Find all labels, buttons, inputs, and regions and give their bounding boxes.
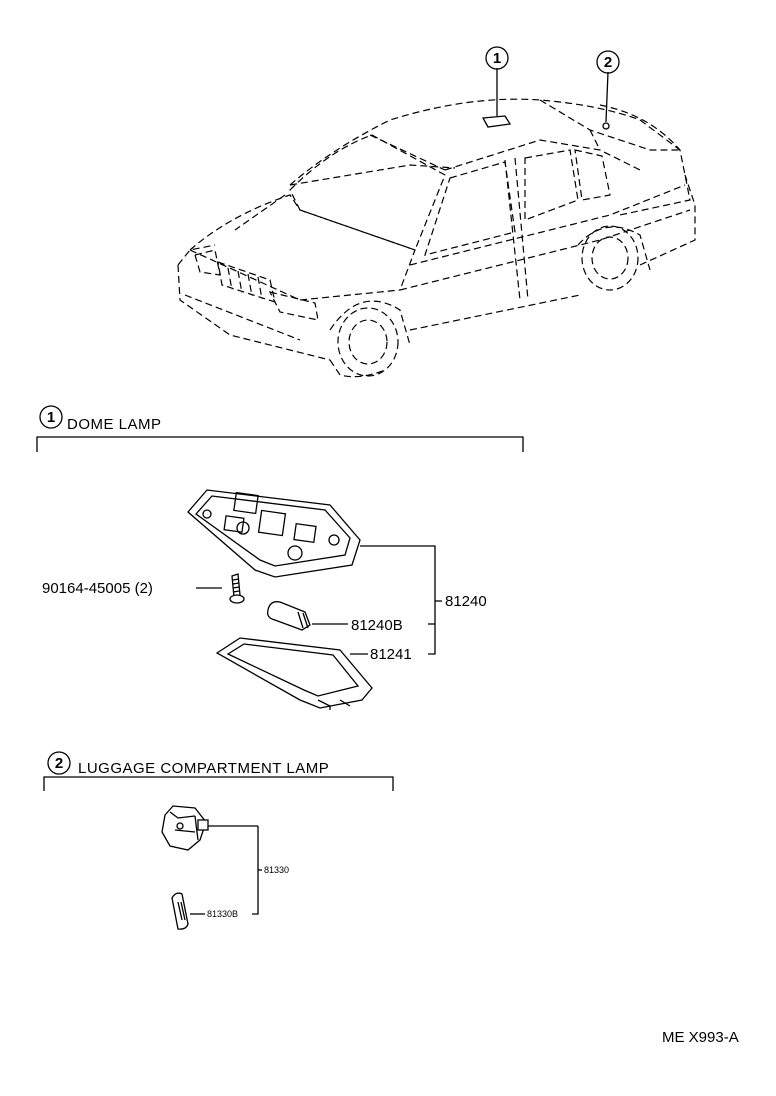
screw-part-label: 90164-45005 (2)	[42, 580, 153, 597]
screw-part	[229, 573, 245, 604]
dome-lamp-location-mark	[481, 115, 512, 128]
svg-text:1: 1	[493, 50, 501, 67]
luggage-lamp-location-mark	[602, 122, 610, 130]
dome-lamp-title: DOME LAMP	[67, 416, 162, 433]
dome-bulb-label: 81240B	[351, 617, 403, 634]
dome-bulb-part	[267, 601, 311, 631]
dome-assy-label: 81240	[445, 593, 487, 610]
dome-lens-label: 81241	[370, 646, 412, 663]
luggage-bulb-part	[171, 892, 189, 930]
car-illustration	[177, 98, 696, 378]
dome-lamp-housing	[187, 489, 361, 578]
svg-text:1: 1	[47, 409, 55, 426]
luggage-bulb-label: 81330B	[207, 909, 238, 919]
luggage-lamp-section-header: 2 LUGGAGE COMPARTMENT LAMP	[43, 751, 394, 791]
luggage-assy-label: 81330	[264, 865, 289, 875]
luggage-lamp-title: LUGGAGE COMPARTMENT LAMP	[78, 760, 329, 777]
diagram-code: ME X993-A	[662, 1029, 739, 1046]
callout-1: 1	[485, 46, 509, 70]
svg-text:2: 2	[55, 755, 63, 772]
dome-lens-part	[215, 637, 373, 710]
luggage-lamp-socket	[161, 805, 209, 851]
callout-2: 2	[596, 50, 620, 74]
dome-lamp-section-header: 1 DOME LAMP	[36, 405, 524, 452]
svg-text:2: 2	[604, 54, 612, 71]
